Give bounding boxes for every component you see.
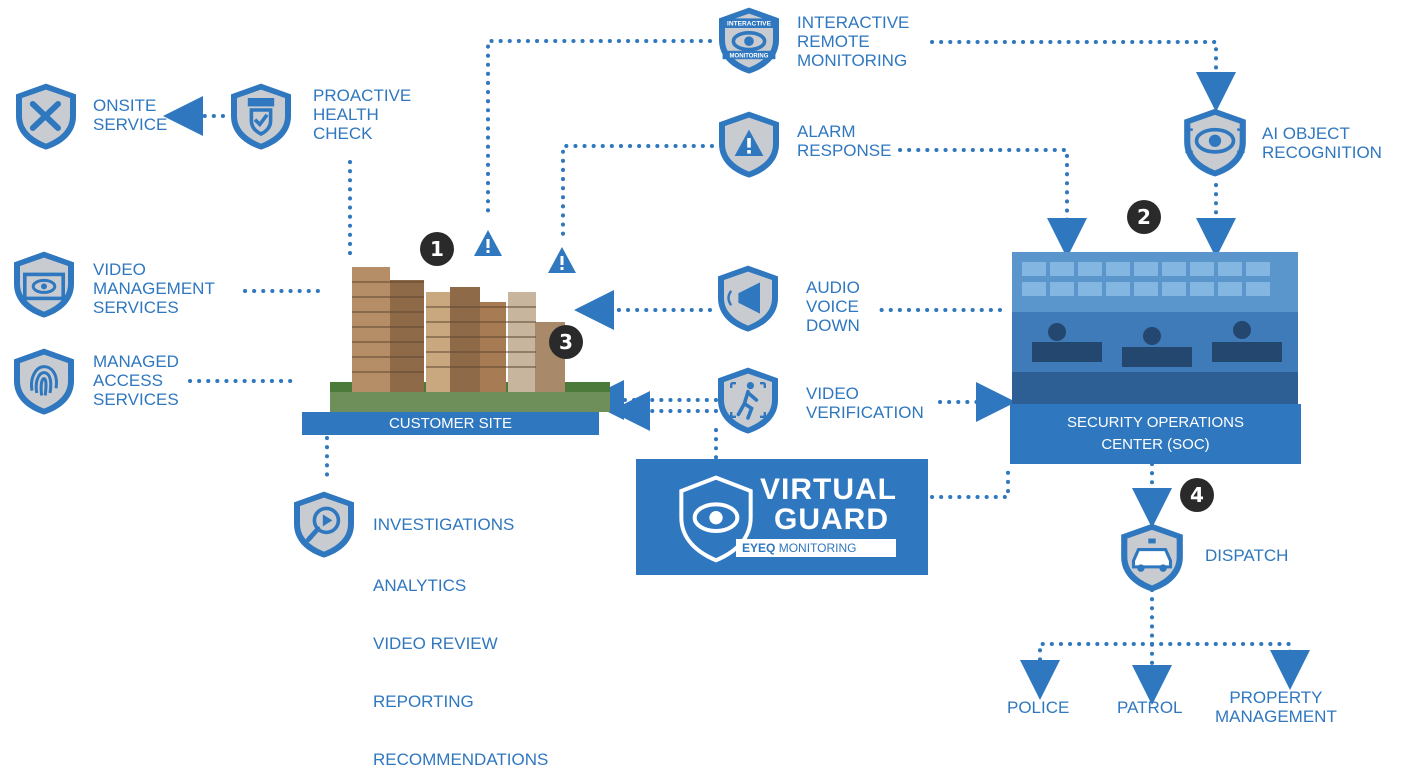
investigations-item: REPORTING	[373, 692, 474, 711]
badge-text-bottom: MONITORING	[730, 53, 769, 59]
helmet-shield-icon	[231, 83, 291, 150]
virtual-guard-eye-icon	[679, 475, 753, 563]
label-dispatch: DISPATCH	[1205, 546, 1289, 565]
warning-icon	[474, 230, 502, 256]
warning-icon	[548, 247, 576, 273]
customer-site-bar: CUSTOMER SITE	[302, 412, 599, 435]
megaphone-shield-icon	[718, 265, 778, 332]
fingerprint-shield-icon	[14, 348, 74, 415]
investigations-item: VIDEO REVIEW	[373, 634, 498, 653]
customer-site-building-image	[330, 267, 610, 412]
badge-text-top: INTERACTIVE	[727, 21, 772, 28]
wrench-shield-icon	[16, 83, 76, 150]
label-police: POLICE	[1007, 698, 1070, 717]
brand-badge: EYEQ MONITORING	[736, 539, 896, 557]
brand-line1: VIRTUAL	[760, 473, 897, 506]
police-car-shield-icon	[1121, 523, 1183, 592]
label-patrol: PATROL	[1117, 698, 1183, 717]
ai-eye-shield-icon	[1184, 108, 1246, 177]
investigations-item: RECOMMENDATIONS	[373, 750, 549, 769]
step-badge-1: 1	[420, 232, 454, 266]
investigations-item: ANALYTICS	[373, 576, 467, 595]
running-person-shield-icon	[718, 367, 778, 434]
soc-bar: SECURITY OPERATIONS CENTER (SOC)	[1010, 404, 1301, 464]
eye-shield-icon: INTERACTIVE MONITORING	[719, 7, 779, 74]
cloud-monitor-icon	[14, 251, 74, 318]
step-badge-2: 2	[1127, 200, 1161, 234]
alarm-shield-icon	[719, 111, 779, 178]
step-badge-4: 4	[1180, 478, 1214, 512]
brand-line2: GUARD	[774, 503, 889, 536]
magnifier-play-shield-icon	[294, 491, 354, 558]
soc-room-image	[1012, 252, 1298, 404]
virtual-guard-logo: VIRTUAL GUARD EYEQ MONITORING	[636, 459, 928, 575]
investigations-item: INVESTIGATIONS	[373, 515, 515, 534]
step-badge-3: 3	[549, 325, 583, 359]
